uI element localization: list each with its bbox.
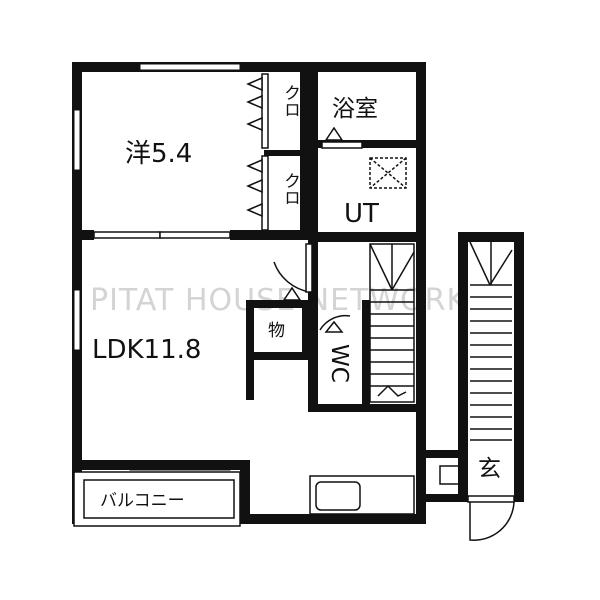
ldk-label: LDK11.8	[92, 335, 201, 365]
windows	[73, 63, 241, 471]
outdoor-stairs	[469, 241, 513, 441]
interior-walls	[82, 72, 416, 412]
washer-space	[369, 157, 407, 189]
balcony	[73, 471, 241, 527]
western-room-label: 洋5.4	[125, 139, 192, 169]
wc-label: WC	[326, 344, 352, 383]
bath-door	[321, 126, 363, 149]
entrance-label: 玄	[478, 456, 501, 482]
bath-label: 浴室	[332, 96, 378, 122]
storage-label: 物	[268, 321, 285, 341]
entrance-door	[439, 465, 515, 541]
closet-bottom-label: クロ	[280, 172, 300, 206]
ut-door	[273, 243, 313, 293]
western-sliding-door	[93, 231, 231, 239]
wc-door	[319, 314, 351, 333]
storage-door	[282, 286, 302, 301]
interior-stairs	[369, 243, 415, 403]
closet-top-label: クロ	[280, 84, 300, 118]
outdoor-stair-walls	[426, 232, 524, 502]
balcony-label: バルコニー	[100, 491, 185, 511]
closet-doors	[246, 73, 269, 231]
ut-label: UT	[344, 199, 379, 229]
kitchen-counter	[309, 475, 415, 515]
ldk-balcony-wall	[72, 460, 250, 470]
